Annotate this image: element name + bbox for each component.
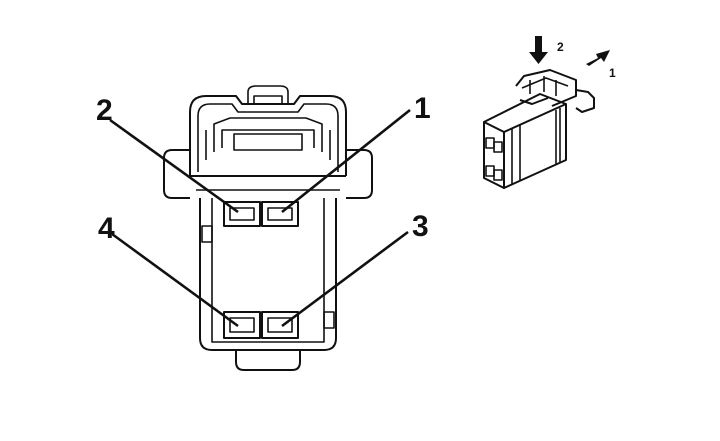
connector-face-view <box>163 85 373 371</box>
release-inset-view <box>483 69 595 189</box>
leader-line-pin-3 <box>281 230 409 328</box>
leader-line-pin-4 <box>111 232 239 328</box>
pin-label-1: 1 <box>414 92 431 125</box>
pin-label-3: 3 <box>412 210 429 243</box>
pin-label-2: 2 <box>96 94 113 127</box>
step-label-1: 1 <box>609 66 616 80</box>
leader-line-pin-1 <box>281 108 411 214</box>
step-label-2: 2 <box>557 40 564 54</box>
leader-line-pin-2 <box>109 118 239 214</box>
arrow-down-icon <box>529 36 548 64</box>
pin-label-4: 4 <box>98 212 115 245</box>
arrow-diagonal-icon <box>586 50 610 66</box>
